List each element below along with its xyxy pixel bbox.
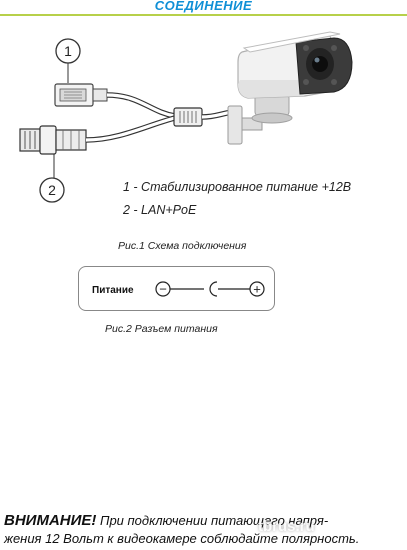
power-connector-box bbox=[78, 266, 275, 311]
polarity-diagram: − + bbox=[155, 281, 265, 297]
power-connector-plug bbox=[54, 83, 108, 107]
plus-symbol: + bbox=[253, 282, 261, 297]
camera-illustration bbox=[227, 31, 353, 145]
warning-note: ВНИМАНИЕ! При подключении питающего напр… bbox=[4, 512, 407, 548]
cable-splitter bbox=[173, 107, 203, 127]
figure-caption-2: Рис.2 Разъем питания bbox=[105, 323, 218, 335]
watermark-text: tbrus.ru bbox=[258, 518, 315, 535]
warning-line-1: При подключении питающего напря- bbox=[100, 513, 329, 528]
warning-line-2: жения 12 Вольт к видеокамере соблюдайте … bbox=[4, 531, 360, 546]
lan-connector-plug bbox=[19, 125, 87, 155]
figure-caption-1: Рис.1 Схема подключения bbox=[118, 240, 247, 252]
connection-diagram: 1 2 bbox=[19, 31, 353, 203]
legend-item-power: 1 - Стабилизированное питание +12В bbox=[123, 180, 352, 194]
power-label: Питание bbox=[92, 285, 134, 296]
warning-heading: ВНИМАНИЕ! bbox=[4, 512, 97, 529]
center-pin-icon bbox=[209, 281, 218, 297]
legend-item-lan: 2 - LAN+PoE bbox=[123, 203, 197, 217]
section-title: СОЕДИНЕНИЕ bbox=[154, 0, 253, 13]
callout-number-2: 2 bbox=[48, 182, 56, 198]
callout-circle-2 bbox=[39, 177, 65, 203]
minus-terminal-icon bbox=[155, 281, 171, 297]
title-divider bbox=[0, 14, 407, 16]
callout-number-1: 1 bbox=[64, 43, 72, 59]
minus-symbol: − bbox=[159, 282, 167, 297]
plus-terminal-icon bbox=[249, 281, 265, 297]
